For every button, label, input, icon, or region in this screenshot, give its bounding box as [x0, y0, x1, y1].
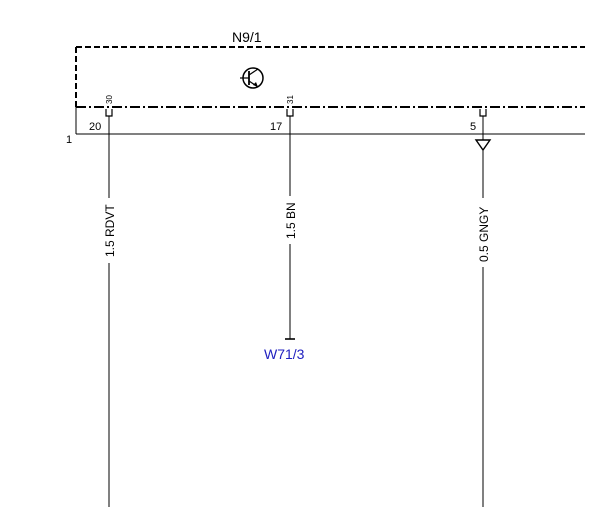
- pin-20-connector: [105, 109, 113, 134]
- pin-17-label: 17: [270, 121, 282, 133]
- ground-point-label: W71/3: [264, 346, 305, 362]
- pin-20-label: 20: [89, 121, 101, 133]
- pin-17-connector: [286, 109, 294, 134]
- module-label: N9/1: [232, 29, 262, 45]
- wire-bn-label: 1.5 BN: [284, 202, 298, 239]
- pin-17-terminal-label: 31: [286, 95, 295, 104]
- pin-5-label: 5: [470, 121, 476, 133]
- pin-20-terminal-label: 30: [105, 95, 114, 104]
- wire-rdvt-label: 1.5 RDVT: [103, 204, 117, 257]
- ground-triangle-icon: [474, 139, 492, 152]
- pin-5-connector: [479, 109, 487, 134]
- transistor-icon: [240, 67, 264, 89]
- row-marker-label: 1: [66, 134, 72, 146]
- wire-gngy-label: 0.5 GNGY: [477, 207, 491, 262]
